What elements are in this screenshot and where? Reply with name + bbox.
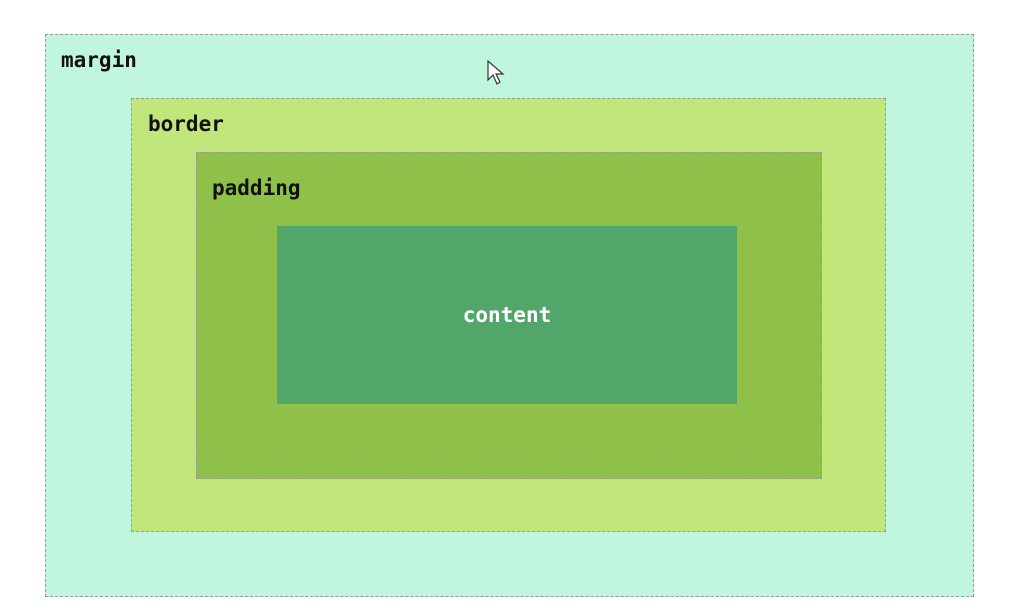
- margin-label: margin: [61, 48, 137, 72]
- border-label: border: [148, 112, 224, 136]
- mouse-cursor-icon: [487, 60, 505, 85]
- padding-label: padding: [212, 176, 301, 200]
- content-label: content: [462, 303, 552, 327]
- content-box: content: [277, 226, 737, 404]
